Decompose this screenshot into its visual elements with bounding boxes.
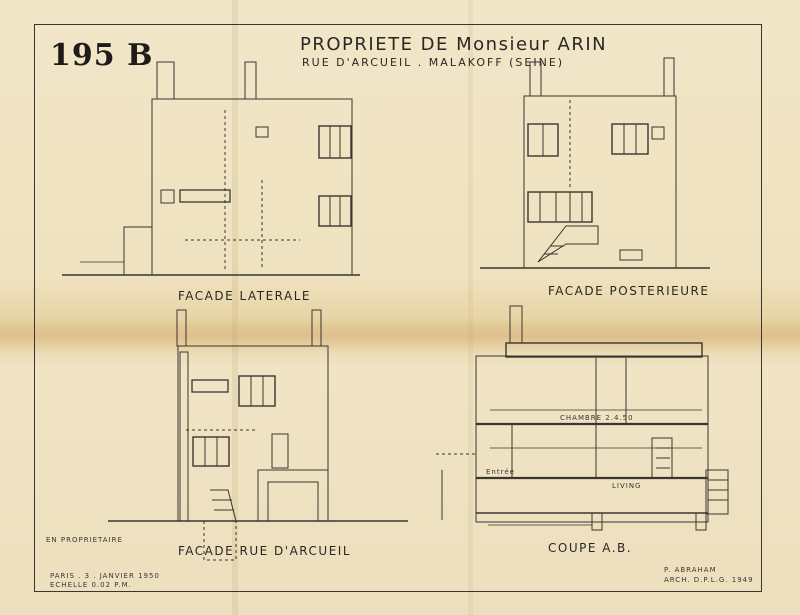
project-address: RUE D'ARCUEIL . MALAKOFF (SEINE) <box>302 56 565 69</box>
label-entrance: Entrée <box>486 468 515 476</box>
label-facade-posterieure: FACADE POSTERIEURE <box>548 284 710 298</box>
paper-fold-vertical-2 <box>468 0 473 615</box>
facade-rue-drawing <box>108 309 408 561</box>
footer-architect-title: ARCH. D.P.L.G. 1949 <box>664 576 754 584</box>
footer-scale: ECHELLE 0.02 P.M. <box>50 581 132 589</box>
sheet-border <box>34 24 762 592</box>
facade-laterale-drawing <box>62 61 360 276</box>
footer-date: PARIS . 3 . JANVIER 1950 <box>50 572 160 580</box>
footer-left-note: EN PROPRIETAIRE <box>46 536 123 544</box>
paper-fold-vertical <box>232 0 238 615</box>
coupe-ab-drawing <box>436 305 729 531</box>
label-coupe-ab: COUPE A.B. <box>548 541 633 555</box>
paper-fold-horizontal <box>0 318 800 354</box>
sheet-number: 195 B <box>50 38 154 73</box>
label-facade-laterale: FACADE LATERALE <box>178 289 312 303</box>
label-bedroom: CHAMBRE 2.4.50 <box>560 414 634 422</box>
label-living: LIVING <box>612 482 642 490</box>
project-title: PROPRIETE DE Monsieur ARIN <box>300 34 608 55</box>
facade-posterieure-drawing <box>480 57 710 269</box>
label-facade-rue: FACADE RUE D'ARCUEIL <box>178 544 351 558</box>
footer-architect: P. ABRAHAM <box>664 566 717 574</box>
